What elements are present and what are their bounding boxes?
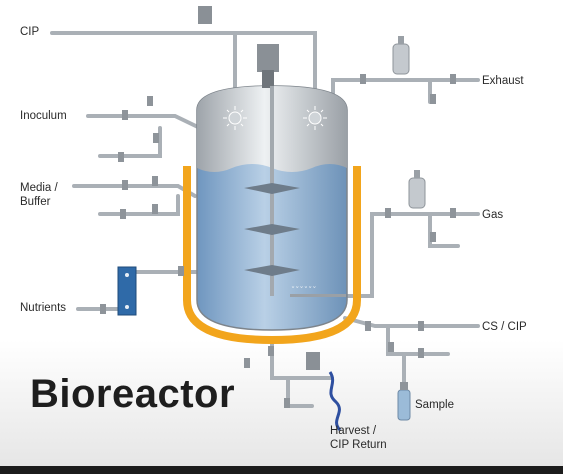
label-sample: Sample xyxy=(415,399,454,411)
sample-vial xyxy=(397,382,411,421)
valves xyxy=(100,74,456,408)
label-cs-cip: CS / CIP xyxy=(482,321,527,333)
bottom-bar xyxy=(0,466,563,474)
diagram-title: Bioreactor xyxy=(30,372,236,416)
gas-filter xyxy=(408,170,426,209)
floor-shade xyxy=(0,340,563,466)
spray-ball-left xyxy=(223,106,247,130)
agitator xyxy=(244,44,300,296)
label-nutrients: Nutrients xyxy=(20,302,67,314)
label-gas: Gas xyxy=(482,209,504,221)
spray-ball-right xyxy=(303,106,327,130)
cip-valve xyxy=(198,6,212,24)
label-harvest: Harvest / CIP Return xyxy=(330,425,387,451)
label-inoculum: Inoculum xyxy=(20,110,67,122)
exhaust-filter xyxy=(392,36,410,75)
label-exhaust: Exhaust xyxy=(482,75,524,87)
label-cip: CIP xyxy=(20,26,40,38)
svg-text:˘ ˘ ˘ ˘ ˘ ˘: ˘ ˘ ˘ ˘ ˘ ˘ xyxy=(291,286,316,294)
harvest-tube xyxy=(328,371,342,432)
heat-exchanger xyxy=(117,266,137,316)
harvest-pump xyxy=(306,352,320,370)
sparger: ˘ ˘ ˘ ˘ ˘ ˘ xyxy=(290,286,346,297)
vessel-jacket xyxy=(183,166,361,345)
label-media-buffer: Media / Buffer xyxy=(20,182,58,208)
